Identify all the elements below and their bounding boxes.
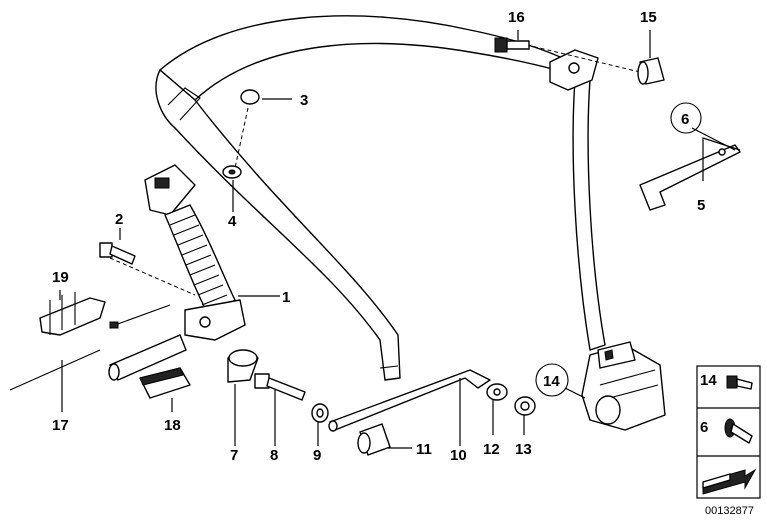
upper-anchor-bracket [526, 44, 641, 91]
part-9-washer [311, 403, 329, 423]
legend-item-6-label: 6 [700, 419, 708, 436]
callout-5: 5 [697, 197, 705, 214]
part-7-sleeve [227, 349, 259, 383]
legend-screw-icon [724, 418, 753, 444]
part-12-washer [486, 383, 508, 401]
legend-bolt-icon [726, 375, 753, 390]
callout-4: 4 [228, 213, 237, 230]
callout-19: 19 [52, 269, 69, 286]
part-11-sleeve [357, 423, 391, 456]
callout-13: 13 [515, 441, 532, 458]
part-18-connector [139, 367, 191, 399]
callout-6: 6 [681, 111, 689, 128]
callout-6-circle [670, 102, 702, 134]
callout-17: 17 [52, 417, 69, 434]
drawing-number: 00132877 [705, 505, 754, 517]
callout-9: 9 [313, 447, 321, 464]
legend-arrow-icon [702, 468, 757, 495]
belt-retractor [581, 341, 666, 431]
leader-lines [59, 30, 741, 449]
part-8-bolt [254, 373, 306, 401]
callout-2: 2 [115, 211, 123, 228]
callout-1: 1 [282, 289, 290, 306]
callout-14: 14 [543, 373, 560, 390]
callout-16: 16 [508, 9, 525, 26]
legend-item-14-label: 14 [700, 372, 717, 389]
callout-8: 8 [270, 447, 278, 464]
part-5-bracket [639, 144, 741, 211]
part-19-sensor [39, 292, 106, 336]
callout-12: 12 [483, 441, 500, 458]
callout-11: 11 [416, 441, 432, 458]
part-4-nut [222, 165, 242, 179]
callout-15: 15 [640, 9, 657, 26]
part-3-cap [234, 89, 260, 169]
callout-3: 3 [300, 92, 308, 109]
part-15-sleeve [637, 57, 665, 85]
callout-18: 18 [164, 417, 181, 434]
part-10-rod [328, 369, 491, 432]
callout-10: 10 [450, 447, 467, 464]
callout-14-circle [535, 363, 569, 397]
legend-box: 14 6 [696, 365, 761, 499]
part-17-cables [9, 304, 171, 391]
part-1-buckle-assembly [108, 164, 246, 381]
part-2-bolt [99, 242, 136, 265]
callout-7: 7 [230, 447, 238, 464]
part-13-nut [514, 396, 536, 416]
part-16-bolt [494, 37, 530, 53]
